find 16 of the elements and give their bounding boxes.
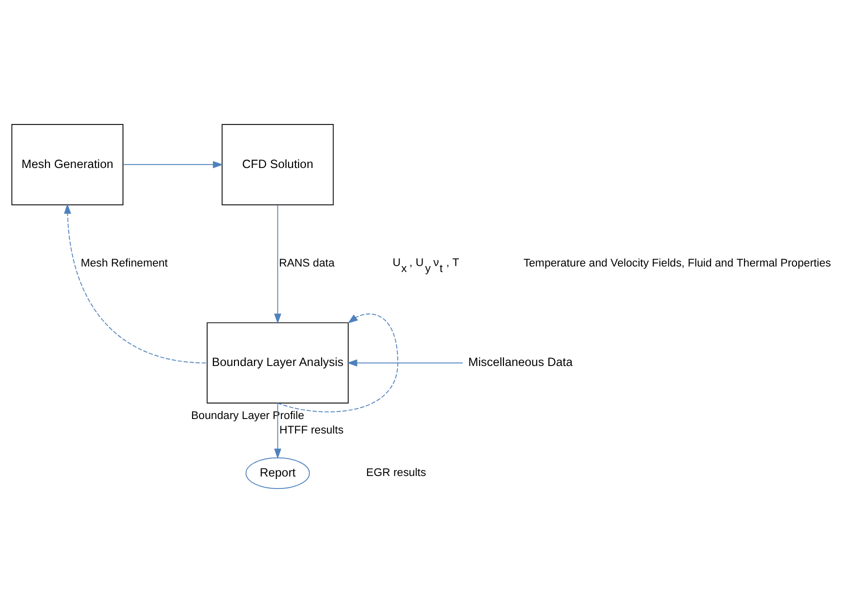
node-box: Boundary Layer Analysis bbox=[206, 322, 349, 404]
arrow bbox=[274, 402, 282, 459]
node-box: CFD Solution bbox=[222, 124, 334, 206]
arrow bbox=[122, 161, 224, 168]
label: Temperature and Velocity Fields, Fluid and Thermal Properties bbox=[523, 258, 831, 270]
label: EGR results bbox=[366, 467, 426, 480]
arrow bbox=[277, 314, 398, 412]
arrow bbox=[346, 359, 464, 367]
node-ellipse: Report bbox=[246, 457, 310, 489]
edge-label: HTFF results bbox=[279, 424, 344, 436]
node-text: Miscellaneous Data bbox=[468, 355, 573, 370]
arrow bbox=[274, 204, 282, 324]
arrow bbox=[64, 203, 206, 364]
edge-label: RANS data bbox=[278, 258, 335, 270]
edge-label: Mesh Refinement bbox=[80, 258, 168, 270]
node-box: Mesh Generation bbox=[11, 124, 124, 206]
